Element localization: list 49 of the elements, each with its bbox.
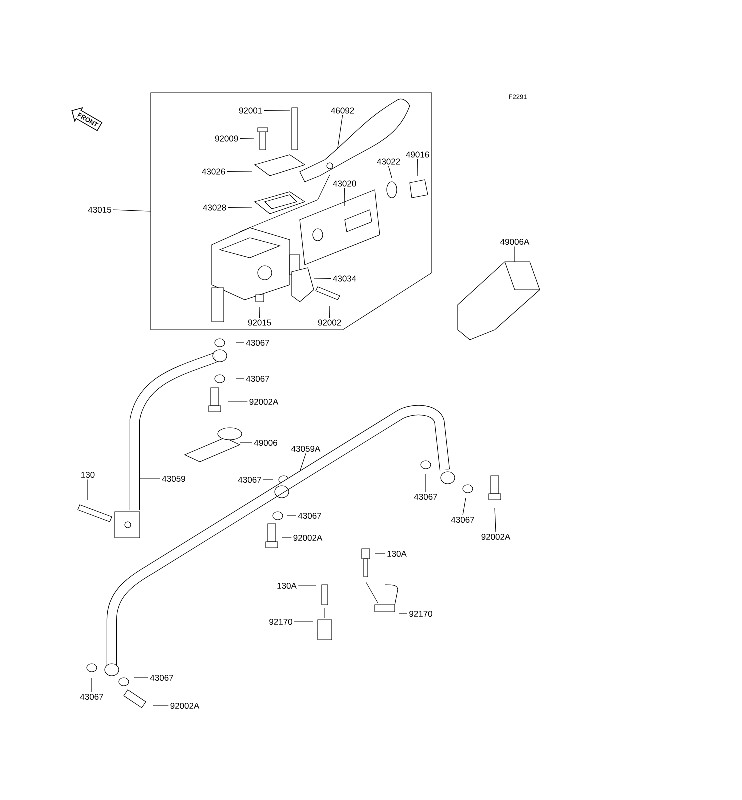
callout-number: 43022	[377, 158, 400, 165]
callout-number: 43059	[162, 476, 186, 482]
callout-number: 49006	[254, 440, 278, 446]
callout-number: 43015	[88, 207, 112, 213]
leader-line	[236, 378, 245, 380]
callout-number: 92002A	[294, 535, 323, 541]
callout-number: 49006A	[500, 239, 530, 245]
callout-number: 92170	[270, 619, 292, 625]
callout-number: 92002A	[250, 399, 279, 405]
callout-number: 43067	[246, 340, 270, 346]
callout-number: 43028	[203, 204, 226, 211]
callout-number: 43034	[333, 276, 356, 282]
callout-number: 92002A	[170, 703, 200, 710]
leader-line	[462, 498, 466, 516]
callout-number: 43067	[298, 513, 322, 519]
leader-line	[113, 210, 152, 212]
callout-number: 43067	[150, 675, 174, 681]
callout-number: 43067	[238, 477, 262, 483]
callout-number: 43020	[333, 180, 356, 187]
leader-line	[264, 110, 290, 112]
callout-number: 92170	[410, 611, 432, 617]
callout-number: 49016	[406, 152, 430, 158]
group-frame	[150, 92, 432, 330]
callout-number: 46092	[331, 108, 354, 114]
leader-line	[344, 188, 346, 206]
callout-number: 130A	[388, 551, 407, 557]
callout-number: 92015	[248, 320, 272, 326]
callout-number: 43067	[451, 517, 474, 523]
callout-number: 43067	[414, 494, 438, 500]
leader-line	[240, 138, 254, 140]
callout-number: 130	[82, 472, 95, 478]
leader-line	[494, 508, 496, 533]
leader-line	[388, 166, 392, 178]
callout-number: 92001	[239, 108, 262, 114]
leader-line	[514, 246, 516, 262]
callout-number: 92002	[318, 320, 342, 326]
callout-number: 43026	[202, 168, 226, 175]
callout-number: 92009	[215, 136, 238, 142]
leader-line	[314, 278, 332, 280]
callout-number: 43067	[80, 694, 104, 700]
leader-line	[338, 115, 344, 148]
callout-number: 130A	[278, 583, 297, 589]
callout-number: 43059A	[292, 446, 321, 452]
leader-line	[240, 442, 253, 444]
callout-number: 43067	[246, 376, 270, 382]
callout-number: 92002A	[482, 534, 511, 540]
leader-line	[300, 453, 306, 472]
leader-line	[140, 478, 161, 480]
leader-line	[236, 342, 245, 344]
